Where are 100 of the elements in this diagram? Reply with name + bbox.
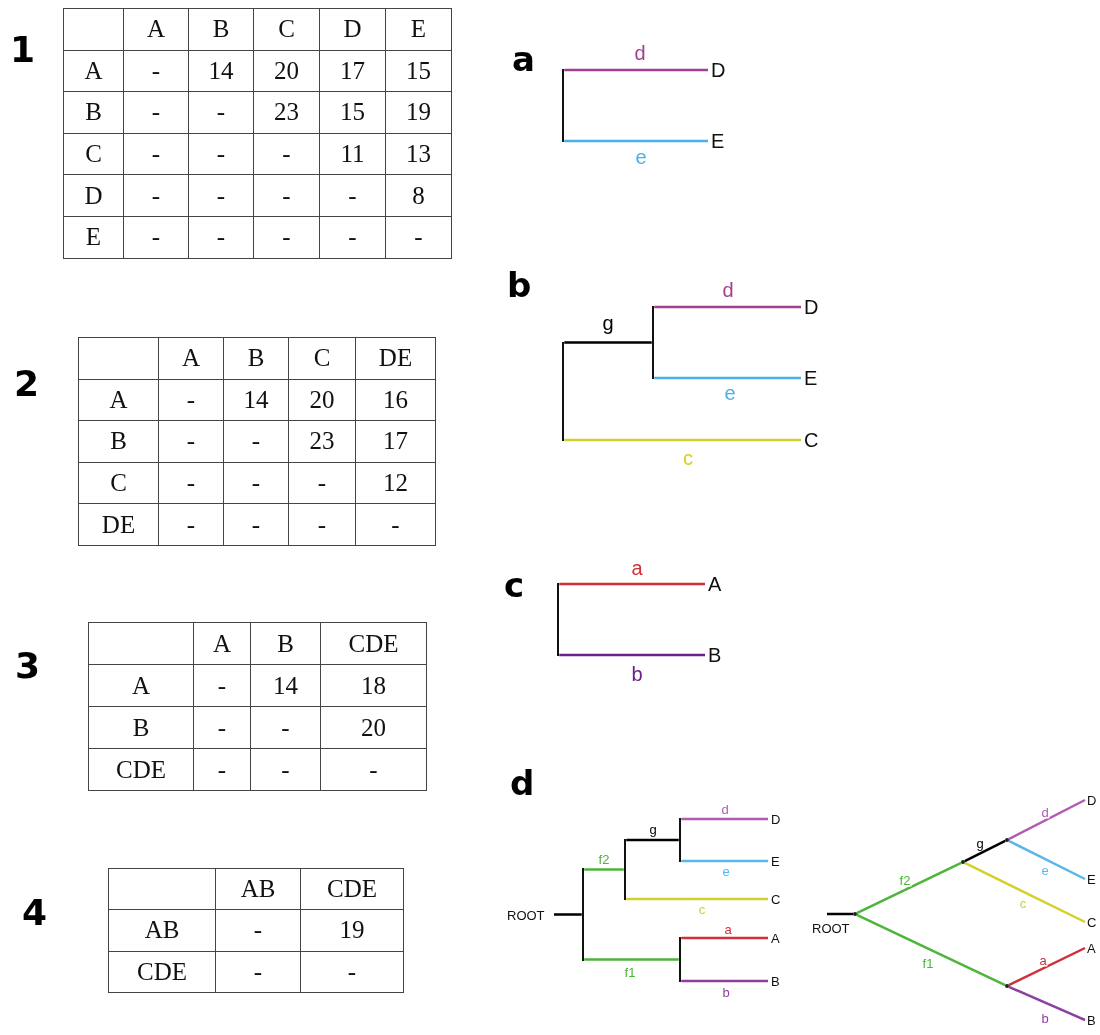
tree-branch [681, 936, 768, 940]
table-cell: 20 [288, 379, 356, 421]
table-cell: - [288, 462, 356, 504]
taxon-label: D [771, 812, 781, 826]
taxon-label: D [1087, 793, 1097, 807]
table-cell: - [193, 664, 251, 707]
tree-branch [1008, 985, 1086, 1022]
table-cell: A [78, 379, 159, 421]
tree-branch [856, 913, 1006, 987]
taxon-label: C [1087, 915, 1097, 929]
table-cell: - [385, 216, 452, 259]
taxon-label: ROOT [507, 908, 545, 922]
table-cell: - [123, 91, 189, 134]
table-cell: - [215, 909, 301, 952]
table-cell: - [188, 216, 254, 259]
table-cell: - [253, 133, 320, 175]
tree-junction-line [561, 341, 565, 442]
tree-junction-line [581, 867, 585, 962]
table-cell: - [355, 503, 436, 546]
table-cell: - [223, 503, 289, 546]
table-cell: - [253, 216, 320, 259]
table-cell: B [78, 420, 159, 463]
table-cell: - [188, 174, 254, 217]
table-cell: CDE [300, 868, 404, 910]
table-cell: CDE [108, 951, 216, 993]
taxon-label: A [1087, 941, 1096, 955]
table-cell: - [188, 91, 254, 134]
table-cell: - [300, 951, 404, 993]
table-cell: 14 [188, 50, 254, 92]
table-cell: - [188, 133, 254, 175]
tree-branch [964, 839, 1006, 863]
taxon-label: D [804, 297, 819, 317]
table-cell: - [123, 216, 189, 259]
tree-branch [559, 582, 705, 586]
taxon-label: E [1087, 872, 1096, 886]
tree-branch [681, 979, 768, 983]
table-cell: C [78, 462, 159, 504]
tree-junction-line [556, 582, 560, 657]
tree-branch [681, 817, 768, 821]
table-cell: - [123, 50, 189, 92]
table-cell: B [88, 706, 194, 749]
table-cell: 14 [223, 379, 289, 421]
table-cell: C [288, 337, 356, 380]
table-cell: - [319, 216, 386, 259]
table-cell: 12 [355, 462, 436, 504]
table-cell: - [288, 503, 356, 546]
table-cell: 17 [319, 50, 386, 92]
table-cell: - [253, 174, 320, 217]
taxon-label: A [771, 931, 780, 945]
tree-branch [584, 868, 624, 871]
tree-branch [564, 341, 652, 344]
tree-branch [1008, 839, 1086, 881]
panel-label: 4 [22, 895, 48, 931]
table-cell: B [188, 8, 254, 51]
branch-label: f1 [921, 956, 935, 970]
taxon-label: B [708, 645, 722, 665]
taxon-label: E [711, 131, 725, 151]
tree-junction-line [651, 305, 655, 380]
taxon-label: C [771, 892, 781, 906]
table-cell: 13 [385, 133, 452, 175]
tree-branch [626, 838, 679, 842]
tree-junction-dot [1005, 838, 1009, 842]
tree-branch [564, 68, 708, 72]
table-cell: CDE [320, 622, 427, 665]
branch-label: d [1040, 805, 1050, 819]
table-cell: - [215, 951, 301, 993]
table-cell: 19 [300, 909, 404, 952]
table-cell: 20 [253, 50, 320, 92]
table-cell: CDE [88, 748, 194, 791]
table-cell: - [158, 503, 224, 546]
tree-branch [964, 861, 1086, 924]
table-cell: B [250, 622, 321, 665]
table-cell: E [63, 216, 124, 259]
branch-label: d [633, 43, 647, 63]
branch-label: b [721, 985, 731, 999]
tree-branch [681, 859, 768, 863]
table-cell: 19 [385, 91, 452, 134]
tree-junction-line [561, 68, 565, 143]
taxon-label: A [708, 574, 722, 594]
taxon-label: E [804, 368, 818, 388]
table-cell: A [63, 50, 124, 92]
table-cell: - [158, 462, 224, 504]
table-cell: B [223, 337, 289, 380]
table-cell: - [123, 174, 189, 217]
branch-label: b [630, 664, 644, 684]
table-cell: B [63, 91, 124, 134]
table-cell: - [250, 706, 321, 749]
table-cell: - [158, 379, 224, 421]
root-label: ROOT [812, 922, 850, 935]
table-cell: DE [78, 503, 159, 546]
taxon-label: B [1087, 1013, 1096, 1027]
table-cell: 15 [319, 91, 386, 134]
panel-label: b [507, 268, 532, 302]
panel-label: d [510, 766, 535, 800]
branch-label: f2 [597, 852, 611, 866]
table-cell: - [223, 420, 289, 463]
tree-branch [584, 958, 679, 961]
table-cell: 23 [253, 91, 320, 134]
tree-branch [654, 305, 801, 309]
table-cell: - [123, 133, 189, 175]
